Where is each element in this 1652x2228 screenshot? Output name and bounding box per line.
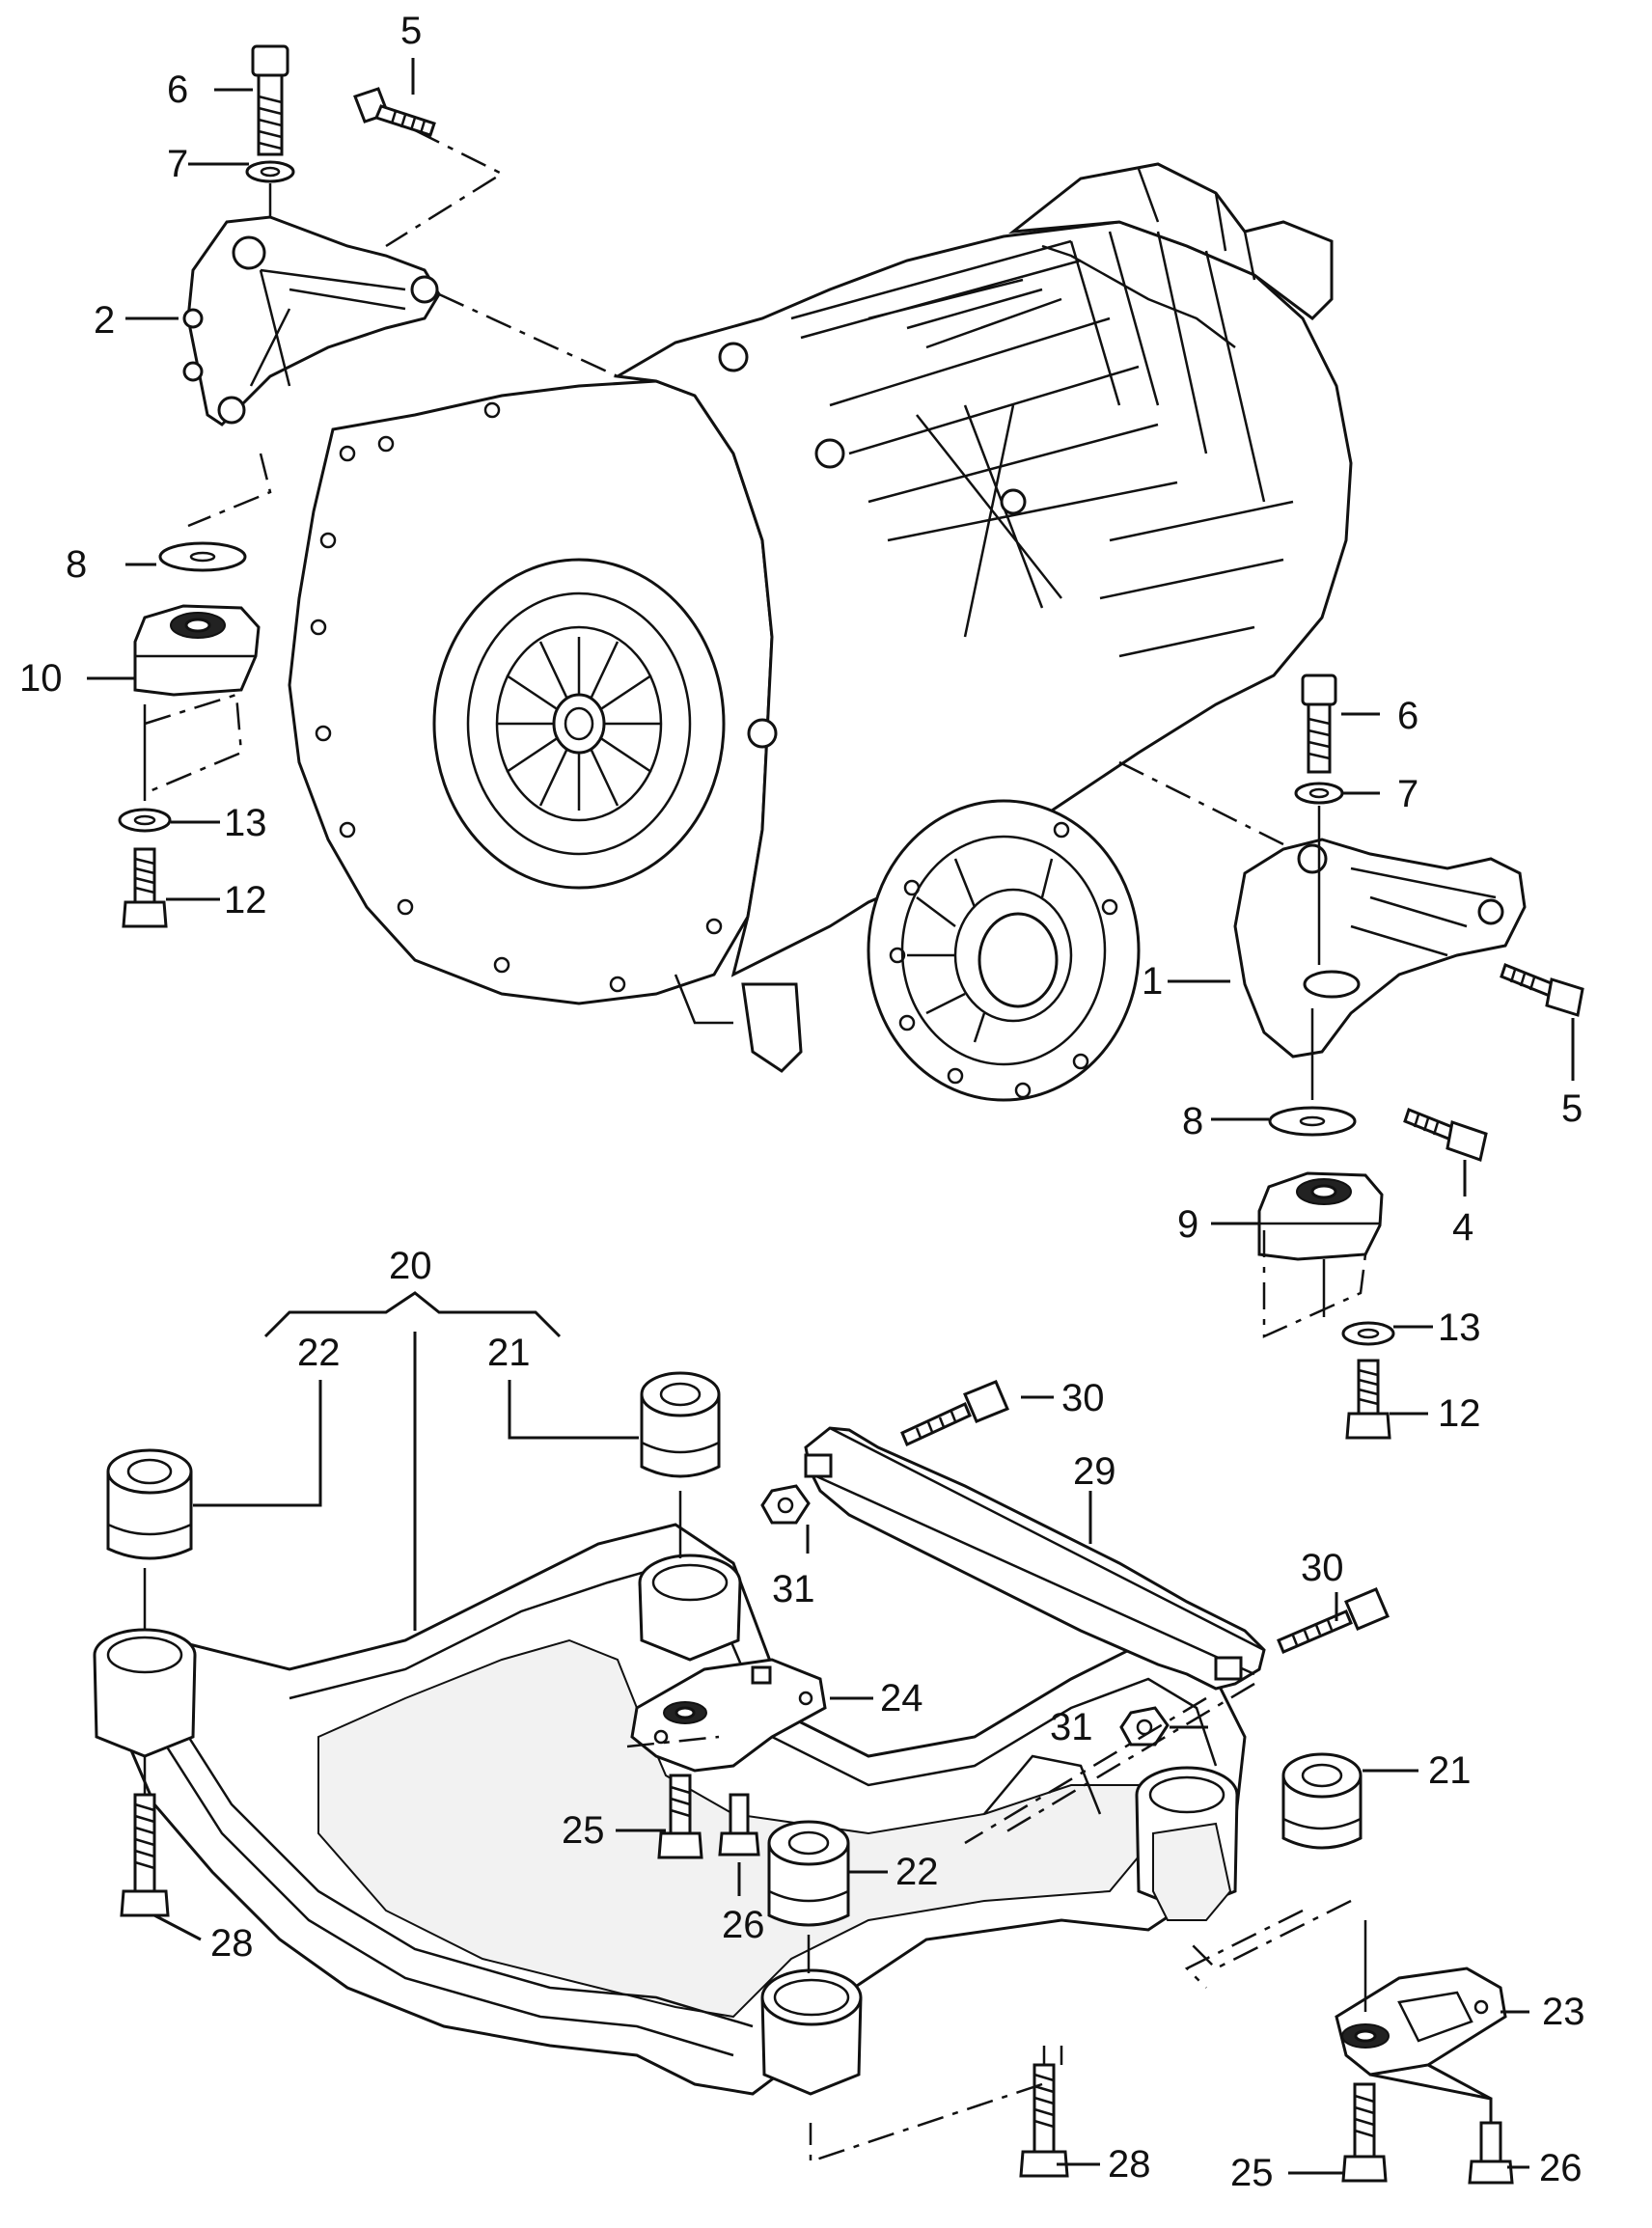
label-30-lower: 30 bbox=[1301, 1547, 1344, 1589]
label-22-lower: 22 bbox=[895, 1851, 939, 1893]
label-6-right: 6 bbox=[1397, 695, 1418, 737]
label-13-left: 13 bbox=[224, 802, 267, 844]
crossmember-29 bbox=[804, 1426, 1266, 1691]
rubber-mount-9 bbox=[1257, 1171, 1384, 1261]
label-7-right: 7 bbox=[1397, 773, 1418, 815]
mount-plate-24 bbox=[630, 1658, 827, 1773]
label-20: 20 bbox=[389, 1245, 432, 1287]
label-26-left: 26 bbox=[722, 1904, 765, 1946]
nut-31-upper bbox=[760, 1484, 811, 1525]
label-8-left: 8 bbox=[66, 543, 87, 586]
bracket-1-right bbox=[1233, 838, 1527, 1059]
label-28-right: 28 bbox=[1108, 2143, 1151, 2186]
left-mount-assembly bbox=[118, 44, 441, 928]
bushing-21-upper bbox=[640, 1371, 721, 1478]
nut-31-lower bbox=[1119, 1706, 1170, 1747]
bushing-22-lower bbox=[767, 1820, 850, 1927]
label-23: 23 bbox=[1542, 1991, 1585, 2033]
label-21-right: 21 bbox=[1428, 1749, 1472, 1792]
leader-lines bbox=[87, 58, 1575, 2175]
label-9: 9 bbox=[1177, 1203, 1198, 1246]
right-mount-assembly bbox=[1233, 674, 1584, 1440]
bolt-28-left bbox=[120, 1793, 170, 1917]
label-10: 10 bbox=[19, 657, 63, 700]
label-25-right: 25 bbox=[1230, 2152, 1274, 2194]
label-28-left: 28 bbox=[210, 1922, 254, 1965]
label-25-left: 25 bbox=[562, 1809, 605, 1852]
callout-labels: 1 2 4 5 5 6 6 7 7 8 8 9 10 12 12 13 13 2… bbox=[19, 10, 1585, 2194]
label-21-bracket: 21 bbox=[487, 1332, 531, 1374]
label-24: 24 bbox=[880, 1677, 923, 1719]
bushing-21-right bbox=[1281, 1752, 1363, 1850]
label-26-right: 26 bbox=[1539, 2147, 1583, 2189]
bolt-5-right bbox=[1500, 963, 1584, 1017]
bolt-6-left bbox=[251, 44, 289, 156]
bolt-4 bbox=[1403, 1108, 1488, 1162]
bolt-12-left bbox=[122, 847, 168, 928]
bushing-22-upper bbox=[106, 1448, 193, 1560]
bolt-25-left bbox=[657, 1774, 703, 1859]
label-22-bracket: 22 bbox=[297, 1332, 341, 1374]
label-2: 2 bbox=[94, 299, 115, 342]
bolt-26-right bbox=[1468, 2121, 1514, 2185]
rubber-mount-10 bbox=[133, 604, 261, 697]
label-12-right: 12 bbox=[1438, 1392, 1481, 1435]
bracket-2-left bbox=[182, 215, 441, 426]
bolt-5-left bbox=[353, 87, 436, 137]
label-29: 29 bbox=[1073, 1450, 1116, 1493]
label-4: 4 bbox=[1452, 1206, 1473, 1249]
bolt-30-lower bbox=[1277, 1587, 1390, 1654]
washer-7-left bbox=[245, 160, 295, 183]
washer-7-right bbox=[1294, 782, 1344, 805]
label-8-right: 8 bbox=[1182, 1100, 1203, 1142]
label-31-lower: 31 bbox=[1050, 1706, 1093, 1748]
mount-plate-23 bbox=[1335, 1967, 1507, 2077]
washer-13-right bbox=[1341, 1321, 1395, 1346]
label-31-upper: 31 bbox=[772, 1568, 815, 1610]
label-5-right: 5 bbox=[1561, 1087, 1583, 1130]
label-7-top: 7 bbox=[167, 143, 188, 185]
bolt-25-right bbox=[1341, 2082, 1388, 2183]
label-13-right: 13 bbox=[1438, 1307, 1481, 1349]
gearbox-housing bbox=[288, 162, 1353, 1102]
label-6-top: 6 bbox=[167, 69, 188, 111]
label-12-left: 12 bbox=[224, 879, 267, 921]
bolt-30-upper bbox=[900, 1380, 1009, 1447]
bolt-6-right bbox=[1301, 674, 1337, 774]
washer-8-left bbox=[158, 541, 247, 572]
bolt-26-left bbox=[718, 1793, 760, 1857]
washer-13-left bbox=[118, 808, 172, 833]
label-1: 1 bbox=[1142, 960, 1163, 1003]
bolt-12-right bbox=[1345, 1359, 1391, 1440]
label-5-top: 5 bbox=[400, 10, 422, 52]
dashed-assembly-lines bbox=[144, 128, 1367, 2163]
washer-8-right bbox=[1268, 1106, 1357, 1137]
label-30-upper: 30 bbox=[1061, 1377, 1105, 1419]
bolt-28-right bbox=[1019, 2063, 1069, 2178]
